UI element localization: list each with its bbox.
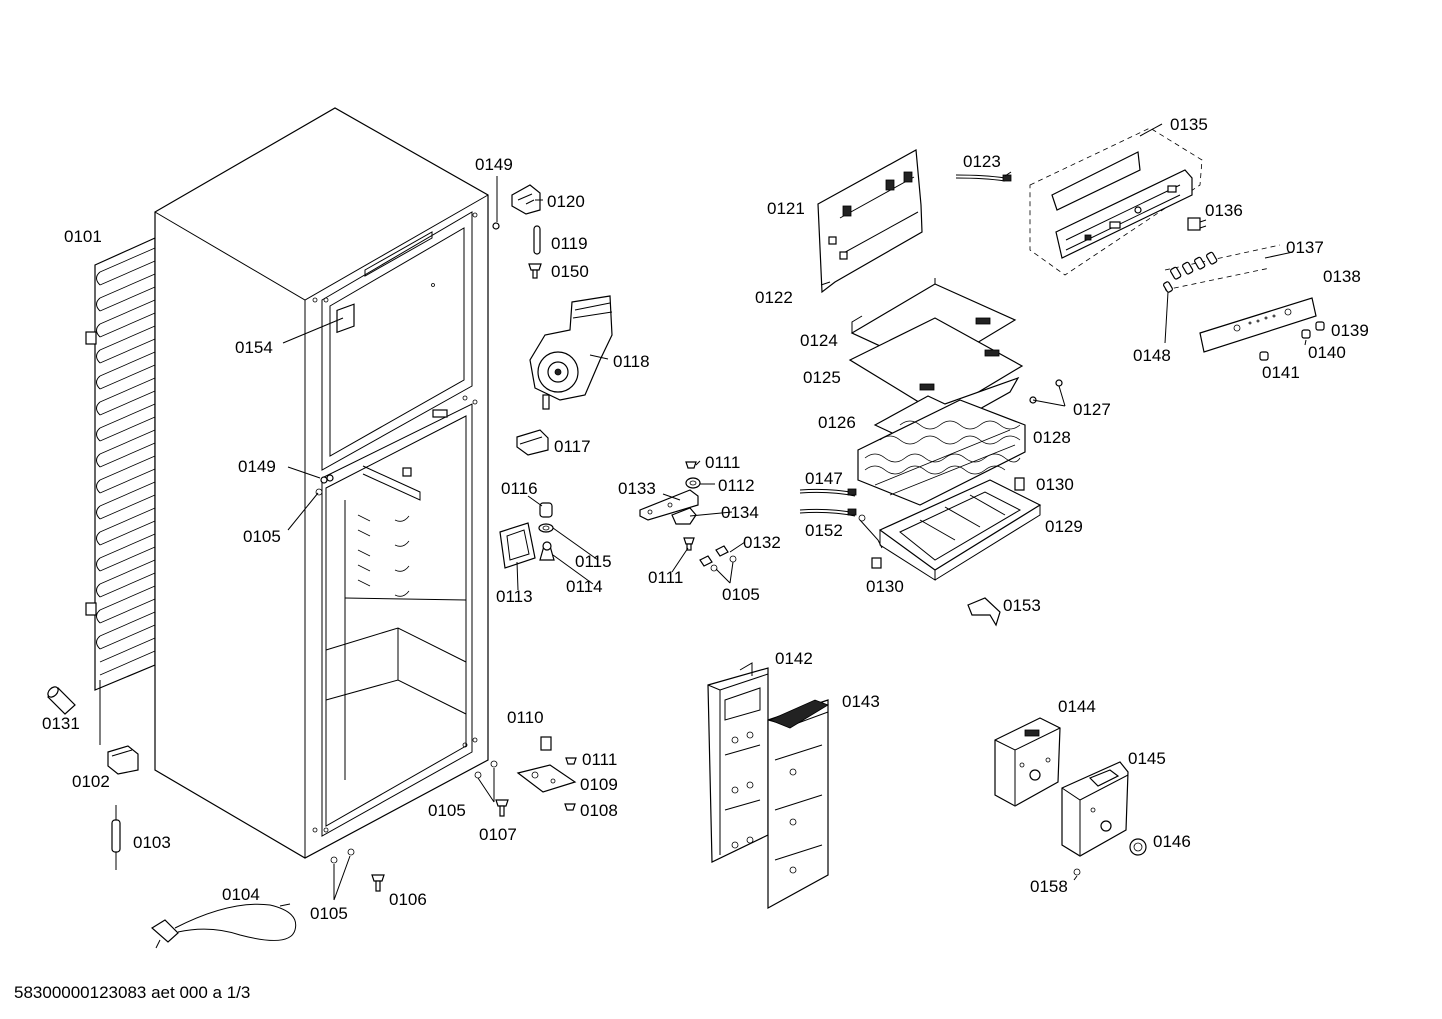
label-0139: 0139 [1331, 321, 1369, 340]
knob-0146 [1129, 838, 1147, 856]
label-0152: 0152 [805, 521, 843, 540]
condenser-coil-0101 [85, 237, 156, 745]
label-0111-top: 0111 [705, 453, 740, 472]
label-0106: 0106 [389, 890, 427, 909]
label-0131: 0131 [42, 714, 80, 733]
bracket-0145 [1061, 761, 1129, 857]
label-0153: 0153 [1003, 596, 1041, 615]
label-0126: 0126 [818, 413, 856, 432]
leader-lines [282, 123, 1307, 901]
label-0115: 0115 [575, 552, 612, 571]
label-0108: 0108 [580, 801, 618, 820]
label-0122: 0122 [755, 288, 793, 307]
label-0133: 0133 [618, 479, 656, 498]
label-0105-right: 0105 [722, 585, 760, 604]
bracket-0144 [994, 717, 1061, 807]
label-0102: 0102 [72, 772, 110, 791]
label-0111-mid: 0111 [648, 568, 683, 587]
label-0148: 0148 [1133, 346, 1171, 365]
label-0118: 0118 [613, 352, 650, 371]
label-0116: 0116 [501, 479, 538, 498]
label-0105-mid: 0105 [428, 801, 466, 820]
label-0135: 0135 [1170, 115, 1208, 134]
ring-0158 [1073, 868, 1081, 876]
label-0138: 0138 [1323, 267, 1361, 286]
label-0147: 0147 [805, 469, 843, 488]
label-0123: 0123 [963, 152, 1001, 171]
drip-tray-0129 [858, 477, 1042, 581]
label-0120: 0120 [547, 192, 585, 211]
label-0130-bottom: 0130 [866, 577, 904, 596]
label-sticker-0154 [336, 303, 355, 334]
label-0119: 0119 [551, 234, 588, 253]
label-0121: 0121 [767, 199, 805, 218]
small-buttons-0139-0140-0141 [1259, 321, 1325, 361]
front-cover-0138 [1199, 297, 1317, 353]
bottom-hinge-group [330, 736, 577, 892]
back-panel-0121 [817, 149, 923, 294]
label-0136: 0136 [1205, 201, 1243, 220]
label-0154: 0154 [235, 338, 273, 357]
small-parts-upper [492, 184, 613, 456]
wires-0147-0152 [799, 488, 857, 517]
label-0110: 0110 [507, 708, 544, 727]
label-0130-top: 0130 [1036, 475, 1074, 494]
label-0111-bottom: 0111 [582, 750, 617, 769]
label-0112: 0112 [718, 476, 755, 495]
label-0142: 0142 [775, 649, 813, 668]
footer-reference: 58300000123083 aet 000 a 1/3 [14, 983, 250, 1002]
small-parts-middle [315, 474, 555, 569]
label-0143: 0143 [842, 692, 880, 711]
label-0149-top: 0149 [475, 155, 513, 174]
label-0145: 0145 [1128, 749, 1166, 768]
label-0144: 0144 [1058, 697, 1096, 716]
switch-0136 [1187, 217, 1207, 231]
label-0105-bottom: 0105 [310, 904, 348, 923]
knob-0153 [967, 597, 1001, 627]
label-0113: 0113 [496, 587, 533, 606]
label-0128: 0128 [1033, 428, 1071, 447]
label-0101: 0101 [64, 227, 102, 246]
label-0127: 0127 [1073, 400, 1111, 419]
label-0105-left: 0105 [243, 527, 281, 546]
label-0140: 0140 [1308, 343, 1346, 362]
label-0103: 0103 [133, 833, 171, 852]
label-0137: 0137 [1286, 238, 1324, 257]
label-0129: 0129 [1045, 517, 1083, 536]
label-0114: 0114 [566, 577, 603, 596]
label-0149-left: 0149 [238, 457, 276, 476]
label-0124: 0124 [800, 331, 838, 350]
wire-0123 [955, 174, 1012, 182]
panel-0142 [707, 662, 769, 863]
label-0107: 0107 [479, 825, 517, 844]
label-0125: 0125 [803, 368, 841, 387]
left-loose-parts [47, 686, 297, 949]
label-0158: 0158 [1030, 877, 1068, 896]
part-number-labels: 0101 0154 0149 0105 0131 0102 0103 0104 … [42, 115, 1369, 923]
label-0146: 0146 [1153, 832, 1191, 851]
control-housing-0135 [1029, 127, 1203, 276]
label-0104: 0104 [222, 885, 260, 904]
cabinet-body [154, 107, 489, 859]
label-0132: 0132 [743, 533, 781, 552]
panel-0143 [767, 699, 829, 910]
label-0117: 0117 [554, 437, 591, 456]
label-0150: 0150 [551, 262, 589, 281]
buttons-0137-0148 [1163, 244, 1281, 293]
nuts-0127 [1029, 379, 1063, 404]
hinge-bracket-group [639, 461, 737, 572]
label-0141: 0141 [1262, 363, 1300, 382]
label-0109: 0109 [580, 775, 618, 794]
label-0134: 0134 [721, 503, 759, 522]
evaporator-0128 [857, 399, 1026, 506]
